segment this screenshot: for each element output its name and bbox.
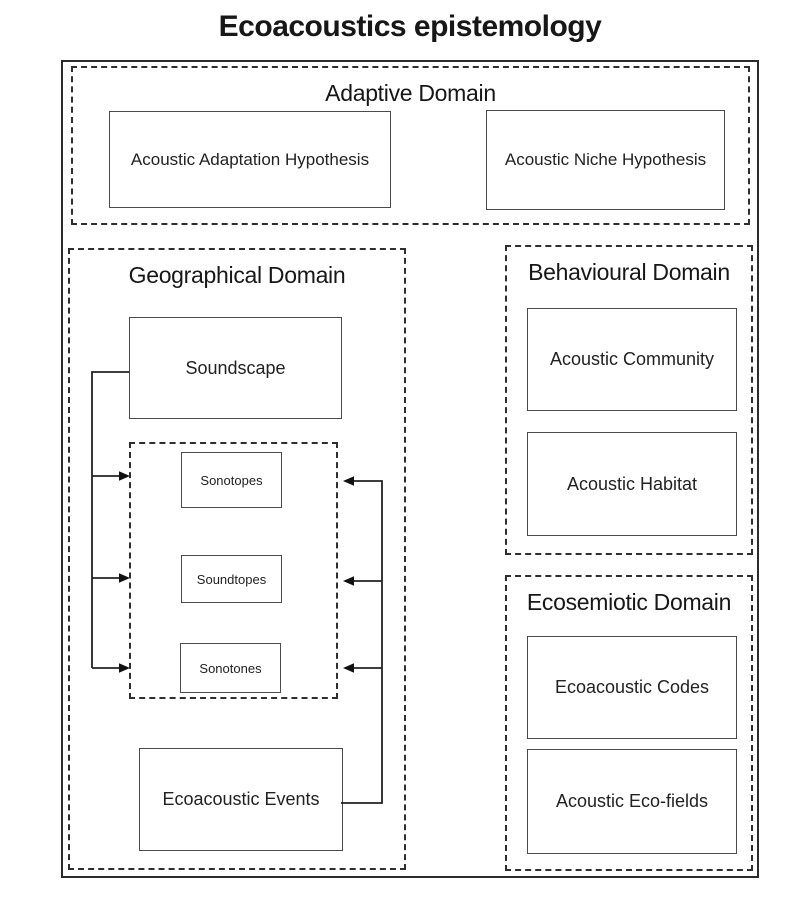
ecosemiotic-domain: Ecosemiotic Domain bbox=[505, 575, 753, 871]
box-sonotopes: Sonotopes bbox=[181, 452, 282, 508]
box-label: Sonotones bbox=[199, 660, 262, 676]
box-acoustic-eco-fields: Acoustic Eco-fields bbox=[527, 749, 737, 854]
geographical-inner-group bbox=[129, 442, 338, 699]
outer-frame bbox=[61, 60, 759, 878]
behavioural-domain-label: Behavioural Domain bbox=[528, 259, 730, 285]
geographical-domain-label: Geographical Domain bbox=[128, 262, 346, 288]
box-label: Acoustic Adaptation Hypothesis bbox=[130, 149, 370, 169]
geographical-domain: Geographical Domain bbox=[68, 248, 406, 870]
box-acoustic-adaptation-hypothesis: Acoustic Adaptation Hypothesis bbox=[109, 111, 391, 208]
box-label: Acoustic Community bbox=[549, 349, 715, 369]
box-acoustic-niche-hypothesis: Acoustic Niche Hypothesis bbox=[486, 110, 725, 210]
adaptive-domain: Adaptive Domain bbox=[71, 66, 750, 225]
box-label: Ecoacoustic Events bbox=[162, 789, 320, 809]
box-label: Acoustic Habitat bbox=[566, 473, 698, 494]
box-soundscape: Soundscape bbox=[129, 317, 342, 419]
box-soundtopes: Soundtopes bbox=[181, 555, 282, 603]
box-label: Soundscape bbox=[185, 357, 286, 378]
box-label: Sonotopes bbox=[200, 472, 263, 488]
box-acoustic-community: Acoustic Community bbox=[527, 308, 737, 411]
box-label: Soundtopes bbox=[196, 571, 267, 587]
box-label: Acoustic Niche Hypothesis bbox=[504, 150, 707, 169]
behavioural-domain: Behavioural Domain bbox=[505, 245, 753, 555]
box-sonotones: Sonotones bbox=[180, 643, 281, 693]
box-label: Acoustic Eco-fields bbox=[555, 791, 709, 811]
diagram-title: Ecoacoustics epistemology bbox=[218, 10, 602, 43]
box-ecoacoustic-codes: Ecoacoustic Codes bbox=[527, 636, 737, 739]
adaptive-domain-label: Adaptive Domain bbox=[325, 80, 496, 106]
box-ecoacoustic-events: Ecoacoustic Events bbox=[139, 748, 343, 851]
box-label: Ecoacoustic Codes bbox=[554, 677, 710, 697]
ecosemiotic-domain-label: Ecosemiotic Domain bbox=[526, 589, 732, 615]
box-acoustic-habitat: Acoustic Habitat bbox=[527, 432, 737, 536]
